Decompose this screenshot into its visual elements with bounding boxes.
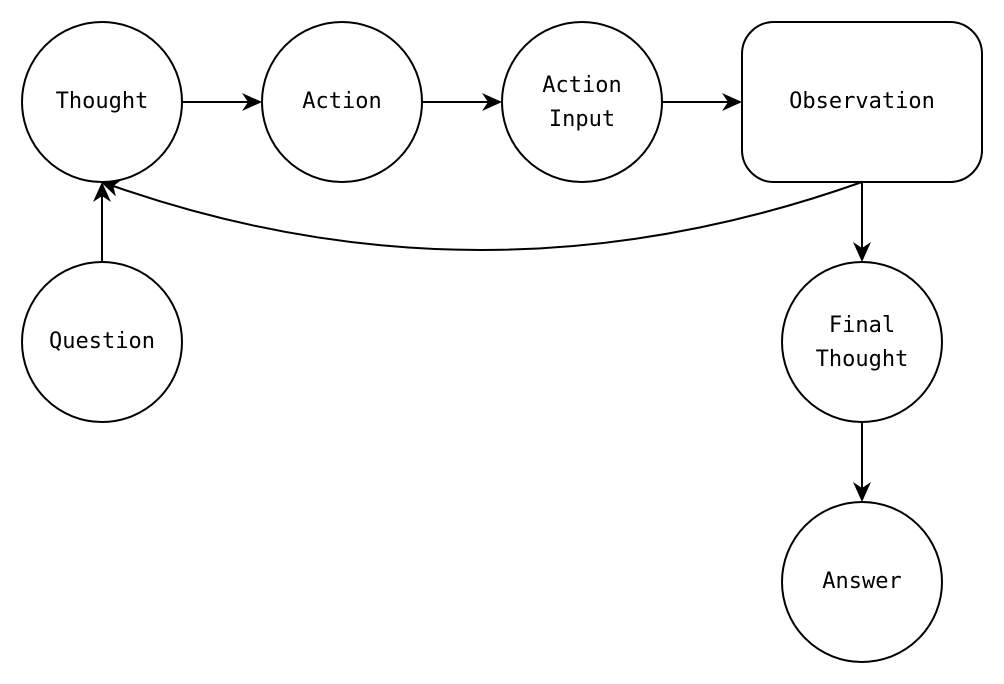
node-final-thought-label-line2: Thought xyxy=(816,347,909,372)
node-answer: Answer xyxy=(781,501,943,663)
node-question-shape xyxy=(21,261,183,423)
node-question: Question xyxy=(21,261,183,423)
node-observation: Observation xyxy=(741,21,983,183)
node-final-thought-label-line1: Final xyxy=(829,313,895,338)
node-thought: Thought xyxy=(21,21,183,183)
node-answer-label: Answer xyxy=(822,569,901,594)
node-action-shape xyxy=(261,21,423,183)
node-final-thought: Final Thought xyxy=(781,261,943,423)
node-final-thought-shape xyxy=(781,261,943,423)
node-action-label: Action xyxy=(302,89,381,114)
node-thought-label: Thought xyxy=(56,89,149,114)
node-action-input: Action Input xyxy=(501,21,663,183)
node-answer-shape xyxy=(781,501,943,663)
node-action-input-label-line2: Input xyxy=(549,107,615,132)
node-action-input-shape xyxy=(501,21,663,183)
node-thought-shape xyxy=(21,21,183,183)
edge-observation-to-thought xyxy=(100,179,863,251)
node-action: Action xyxy=(261,21,423,183)
node-observation-label: Observation xyxy=(789,89,935,114)
node-question-label: Question xyxy=(49,329,155,354)
node-observation-shape xyxy=(741,21,983,183)
node-action-input-label-line1: Action xyxy=(542,73,621,98)
